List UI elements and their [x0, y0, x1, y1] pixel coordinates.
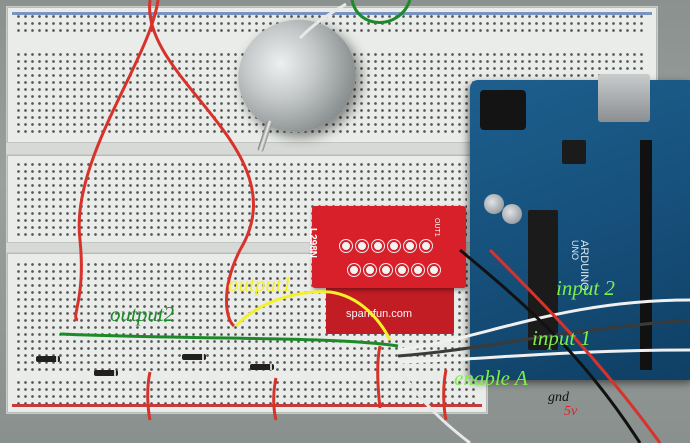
diode — [36, 356, 60, 362]
power-jack — [480, 90, 526, 130]
usb-chip — [562, 140, 586, 164]
pcb-pad — [396, 264, 408, 276]
wire-white-lower — [398, 369, 471, 443]
pcb-pad — [356, 240, 368, 252]
jumper-red-1 — [146, 371, 152, 421]
annotation-output2: output2 — [110, 302, 175, 326]
pcb-pad — [412, 264, 424, 276]
wire-gnd — [459, 248, 642, 443]
jumper-red-4 — [376, 345, 382, 409]
pcb-pad — [348, 264, 360, 276]
pcb-pad — [372, 240, 384, 252]
breadboard-holes-top — [15, 13, 647, 35]
pcb-pad — [428, 264, 440, 276]
wire-white-motor — [298, 2, 347, 40]
digital-header — [640, 140, 652, 370]
jumper-red-2 — [272, 377, 278, 421]
diode — [182, 354, 206, 360]
annotation-input2: input 2 — [556, 276, 615, 300]
pcb-pad — [388, 240, 400, 252]
power-rail-red — [12, 404, 482, 407]
annotation-enable-a: enable A — [454, 366, 528, 390]
pcb-pad — [420, 240, 432, 252]
annotation-5v: 5v — [564, 404, 578, 419]
pcb-pad — [340, 240, 352, 252]
usb-connector — [598, 74, 650, 122]
wire-red-center — [148, 0, 255, 328]
arduino-board: ARDUINO UNO — [470, 80, 690, 380]
jumper-red-3 — [442, 369, 448, 421]
wire-input2 — [397, 298, 690, 352]
pcb-pad — [364, 264, 376, 276]
wire-output1 — [234, 290, 392, 341]
pcb-brand: sparkfun.com — [346, 308, 413, 320]
wire-output2 — [59, 332, 399, 348]
capacitor-2 — [502, 204, 522, 224]
annotation-gnd: gnd — [548, 390, 569, 405]
annotation-input1: input 1 — [532, 326, 591, 350]
wire-5v — [488, 248, 662, 443]
pcb-pad — [380, 264, 392, 276]
diode — [94, 370, 118, 376]
breadboard-middle — [6, 154, 478, 244]
wire-red-left — [74, 0, 160, 322]
diode — [250, 364, 274, 370]
wire-enable — [397, 348, 690, 364]
microcontroller-chip — [528, 210, 558, 350]
l298n-breakout-lower: sparkfun.com — [326, 286, 454, 334]
pcb-pad — [404, 240, 416, 252]
annotation-output1: output1 — [228, 272, 293, 296]
wire-green-top — [350, 0, 412, 24]
l298n-breakout: L298N OUT1 — [307, 206, 466, 288]
wire-input1 — [397, 318, 690, 358]
breadboard-holes-rail — [15, 379, 479, 405]
capacitor-1 — [484, 194, 504, 214]
